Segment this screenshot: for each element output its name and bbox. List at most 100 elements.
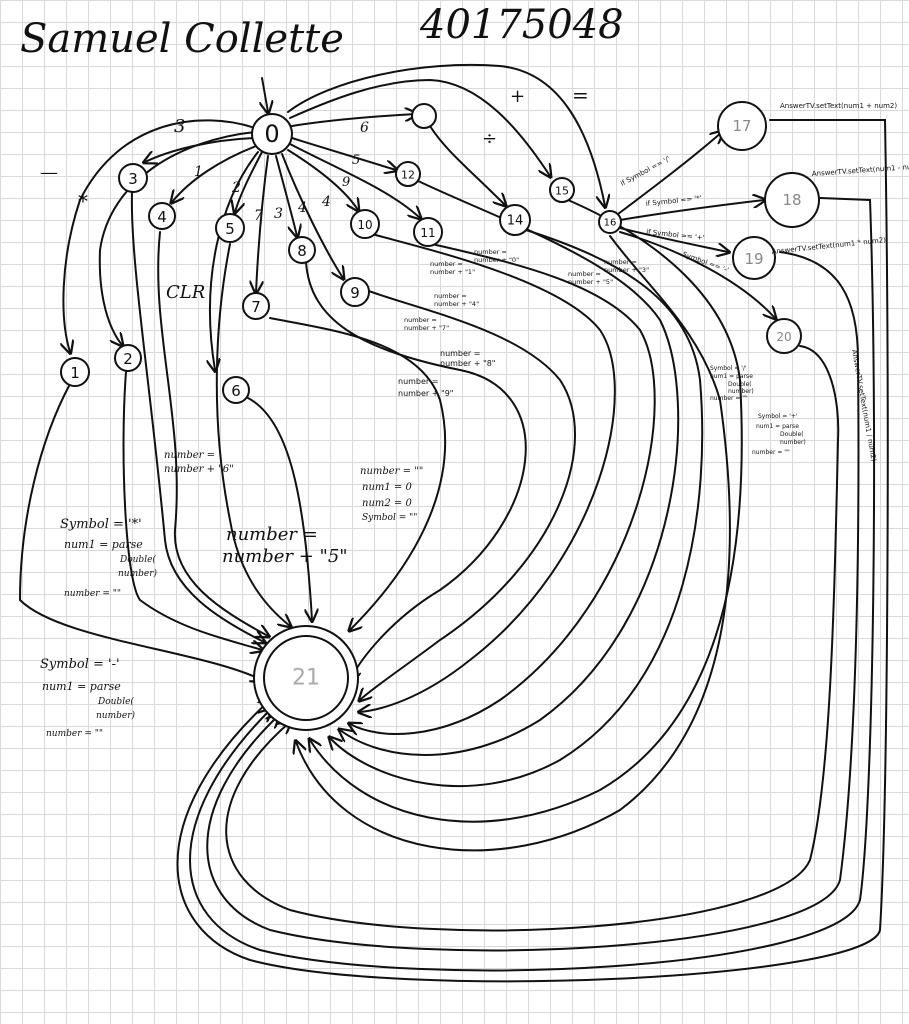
- plus-note-5: number = "": [752, 449, 790, 456]
- div-note-3: Double(: [728, 381, 752, 388]
- node-label-1: 1: [70, 364, 80, 382]
- action-17: AnswerTV.setText(num1 + num2): [780, 102, 897, 110]
- edge-0-13: [292, 114, 416, 126]
- node-label-18: 18: [782, 191, 801, 209]
- condition-16-20: Symbol == '-': [681, 250, 730, 274]
- edge-0-8: [276, 156, 297, 236]
- node-label-17: 17: [732, 117, 751, 135]
- note-e1: number =: [434, 292, 467, 300]
- note-big2: number + "5": [222, 546, 348, 567]
- plus-note-4: number): [780, 439, 806, 446]
- node-label-4: 4: [157, 208, 167, 226]
- edge-label-7: 7: [254, 208, 263, 224]
- node-label-2: 2: [123, 350, 133, 368]
- star-note-5: number = "": [64, 589, 121, 599]
- node-label-10: 10: [357, 218, 372, 232]
- note-f1: number =: [404, 316, 437, 324]
- node-label-11: 11: [420, 226, 435, 240]
- edge-2-21: [124, 372, 262, 650]
- start-arrow: [262, 78, 268, 112]
- note-e2: number + "4": [434, 300, 479, 308]
- edge-label-clr: CLR: [166, 282, 205, 303]
- node-label-9: 9: [350, 284, 360, 302]
- author-name: Samuel Collette: [20, 16, 344, 62]
- edge-label-9: 9: [342, 175, 350, 190]
- dash-note-2: num1 = parse: [42, 680, 121, 693]
- note-big1: number =: [226, 524, 318, 545]
- edge-label-plus: +: [510, 86, 525, 107]
- edge-label-dash: —: [40, 162, 58, 183]
- div-note-1: Symbol = '/': [710, 365, 747, 372]
- dash-note-1: Symbol = '-': [40, 657, 120, 672]
- div-note-4: number): [728, 388, 754, 395]
- plus-note-1: Symbol = '+': [758, 413, 798, 420]
- clr-note-4: Symbol = "": [362, 513, 417, 523]
- condition-16-17: if Symbol == '/': [619, 155, 671, 188]
- node-label-19: 19: [744, 250, 763, 268]
- note-i1: number =: [164, 450, 215, 461]
- note-d2: number + "3": [604, 266, 649, 274]
- dash-note-5: number = "": [46, 729, 103, 739]
- note-b1: number =: [430, 260, 463, 268]
- clr-note-2: num1 = 0: [362, 482, 412, 493]
- star-note-3: Double(: [119, 554, 156, 565]
- edge-label-4: 4: [297, 200, 307, 216]
- node-label-8: 8: [297, 242, 307, 260]
- edge-label-4b: 4: [321, 194, 331, 210]
- node-13: [412, 104, 436, 128]
- node-label-14: 14: [507, 214, 524, 229]
- node-label-20: 20: [776, 330, 791, 344]
- note-g2: number + "8": [440, 359, 495, 368]
- note-d1: number =: [604, 258, 637, 266]
- note-f2: number + "7": [404, 324, 449, 332]
- node-label-12: 12: [401, 169, 415, 182]
- note-c1: number =: [568, 270, 601, 278]
- node-label-0: 0: [264, 120, 279, 148]
- edge-label-3: 3: [174, 116, 185, 137]
- clr-note-1: number = "": [360, 466, 423, 477]
- node-label-15: 15: [555, 185, 569, 198]
- edge-0-7: [256, 156, 268, 292]
- edge-label-div: ÷: [482, 128, 497, 149]
- plus-note-3: Double(: [780, 431, 804, 438]
- node-label-16: 16: [604, 218, 617, 229]
- note-a1: number =: [474, 248, 507, 256]
- note-i2: number + "6": [164, 464, 234, 475]
- condition-16-18: if Symbol == '*': [645, 194, 702, 208]
- note-c2: number + "5": [568, 278, 613, 286]
- edge-6-21: [248, 398, 312, 620]
- node-label-7: 7: [251, 298, 261, 316]
- edge-label-star: *: [78, 189, 88, 213]
- edge-16-21: [296, 236, 730, 850]
- clr-note-3: num2 = 0: [362, 498, 412, 509]
- edge-label-5: 5: [352, 153, 360, 168]
- star-note-2: num1 = parse: [64, 538, 143, 551]
- action-19: AnswerTV.setText(num1 * num2): [771, 236, 886, 256]
- edge-label-6: 6: [360, 120, 369, 136]
- action-18: AnswerTV.setText(num1 - num2): [812, 162, 909, 178]
- note-a2: number + "0": [474, 256, 519, 264]
- star-note-1: Symbol = '*': [60, 517, 142, 532]
- node-label-21: 21: [292, 666, 320, 691]
- student-id: 40175048: [419, 2, 624, 48]
- star-note-4: number): [118, 568, 158, 579]
- edge-label-3b: 3: [274, 206, 283, 222]
- note-g1: number =: [440, 349, 480, 358]
- node-label-6: 6: [231, 382, 241, 400]
- node-label-3: 3: [128, 170, 138, 188]
- note-h2: number + "9": [398, 389, 453, 398]
- edge-label-2: 2: [231, 180, 241, 196]
- div-note-5: number = "": [710, 395, 748, 402]
- div-note-2: num1 = parse: [710, 373, 753, 380]
- note-h1: number =: [398, 377, 438, 386]
- dash-note-3: Double(: [97, 696, 134, 707]
- edge-0-3: [145, 138, 254, 162]
- edge-label-1: 1: [194, 164, 203, 180]
- dash-note-4: number): [96, 710, 136, 721]
- plus-note-2: num1 = parse: [756, 423, 799, 430]
- node-label-5: 5: [225, 220, 235, 238]
- note-b2: number + "1": [430, 268, 475, 276]
- edge-label-eq: =: [572, 83, 589, 107]
